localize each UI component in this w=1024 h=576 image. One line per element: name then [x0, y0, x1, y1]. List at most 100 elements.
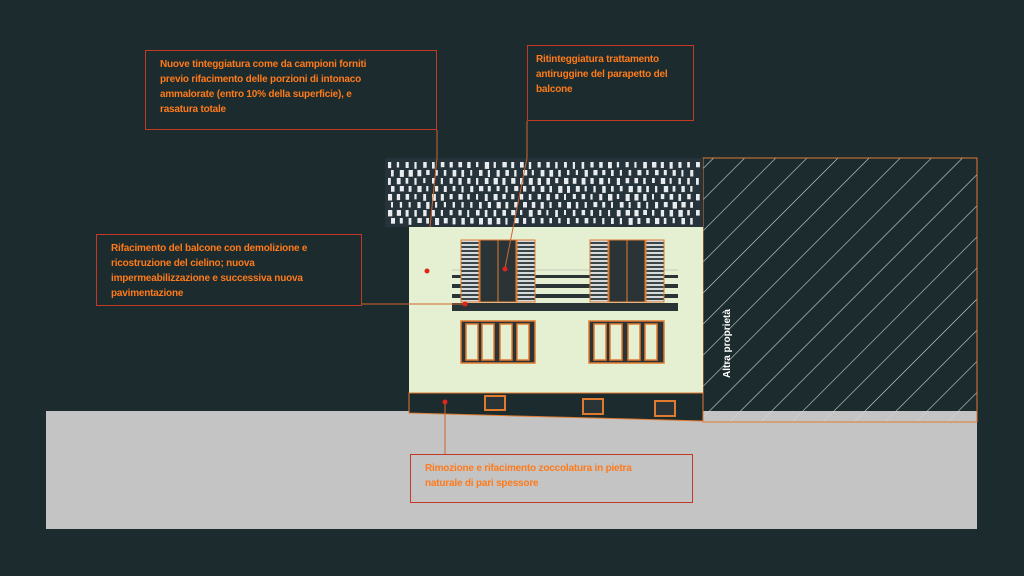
- roof-tile: [634, 178, 639, 184]
- roof-tile: [646, 186, 649, 193]
- roof-tile: [484, 162, 490, 169]
- roof-tile: [388, 194, 393, 201]
- roof-tile: [423, 194, 427, 201]
- roof-tile: [602, 218, 605, 225]
- roof-tile: [487, 202, 491, 208]
- roof-tile: [690, 202, 693, 208]
- roof-tile: [602, 186, 606, 193]
- roof-tile: [608, 162, 612, 169]
- roof-tile: [572, 178, 577, 184]
- roof-tile: [669, 210, 674, 217]
- roof-tile: [414, 210, 417, 217]
- roof-tile: [414, 162, 417, 169]
- roof-tile: [461, 218, 465, 225]
- roof-tile: [611, 218, 614, 224]
- ground: [46, 411, 977, 529]
- roof-tile: [528, 194, 532, 200]
- roof-tile: [432, 210, 435, 217]
- roof-tile: [558, 218, 561, 224]
- roof-tile: [681, 170, 684, 177]
- leader-dot-railing: [502, 266, 508, 272]
- roof-tile: [405, 210, 409, 217]
- roof-tile: [435, 186, 439, 192]
- roof-tile: [461, 186, 464, 193]
- roof-tile: [672, 186, 676, 192]
- roof-tile: [690, 218, 693, 225]
- roof-tile: [476, 178, 479, 185]
- roof-tile: [528, 178, 533, 185]
- roof-tile: [549, 218, 552, 224]
- note-railing-treatment: Ritinteggiatura trattamento antiruggine …: [527, 45, 694, 121]
- roof-tile: [523, 218, 527, 224]
- roof-tile: [628, 170, 632, 176]
- roof-tile: [575, 186, 580, 192]
- roof-tile: [564, 194, 566, 200]
- roof-tile: [696, 178, 699, 185]
- roof-tile: [564, 210, 566, 215]
- roof-tile: [652, 162, 657, 168]
- roof-tile: [520, 178, 524, 185]
- roof-tile: [449, 162, 453, 168]
- roof-tile: [511, 162, 515, 169]
- basement-window-2: [582, 398, 604, 415]
- roof-tile: [511, 178, 516, 184]
- roof-tile: [414, 178, 417, 185]
- note-plinth-stone: Rimozione e rifacimento zoccolatura in p…: [410, 454, 693, 503]
- roof-tile: [467, 194, 470, 200]
- roof-tile: [493, 210, 497, 217]
- roof-tile: [537, 194, 541, 200]
- roof-tile: [549, 202, 552, 208]
- roof-tile: [502, 194, 506, 200]
- roof-tile: [652, 178, 655, 183]
- roof-tile: [476, 162, 479, 168]
- roof-tile: [502, 162, 507, 168]
- roof-tile: [690, 170, 694, 177]
- roof-tile: [678, 194, 682, 201]
- roof-tile: [479, 218, 483, 225]
- roof-tile: [531, 202, 536, 208]
- roof-tile: [470, 170, 473, 176]
- roof-tile: [681, 186, 685, 193]
- roof-tile: [496, 186, 500, 192]
- roof-tile: [496, 170, 500, 177]
- roof-tile: [514, 186, 519, 192]
- basement-window-1: [484, 395, 506, 411]
- roof-tile: [555, 178, 559, 184]
- roof-tile: [602, 170, 606, 176]
- roof-tile: [435, 170, 438, 176]
- leader-dot-plinth: [442, 399, 448, 405]
- roof-tile: [608, 194, 613, 201]
- roof-tile: [616, 210, 621, 217]
- roof-tile: [637, 202, 641, 209]
- roof-tile: [396, 210, 401, 216]
- roof-tile: [458, 194, 463, 200]
- roof-tile: [440, 210, 443, 216]
- roof-tile: [484, 210, 488, 217]
- roof-tile: [426, 170, 430, 175]
- roof-tile: [672, 202, 677, 209]
- roof-tile: [487, 218, 492, 225]
- roof-tile: [388, 210, 393, 217]
- roof-tile: [681, 202, 686, 208]
- roof-tile: [396, 194, 401, 201]
- roof-tile: [487, 170, 490, 177]
- roof-tile: [458, 210, 462, 216]
- roof-tile: [502, 178, 506, 185]
- roof-tile: [440, 194, 444, 201]
- roof-tile: [549, 170, 554, 177]
- roof-tile: [408, 186, 412, 192]
- roof-tile: [687, 162, 690, 168]
- roof-tile: [696, 194, 700, 201]
- roof-tile: [408, 202, 411, 208]
- roof-tile: [493, 194, 498, 201]
- roof-tile: [449, 178, 453, 184]
- roof-tile: [423, 162, 427, 168]
- roof-tile: [593, 186, 596, 193]
- roof-tile: [599, 162, 603, 168]
- roof-tile: [696, 210, 700, 216]
- roof-tile: [678, 162, 682, 168]
- roof-tile: [590, 194, 593, 200]
- roof-tile: [399, 170, 404, 177]
- roof-tile: [540, 218, 544, 224]
